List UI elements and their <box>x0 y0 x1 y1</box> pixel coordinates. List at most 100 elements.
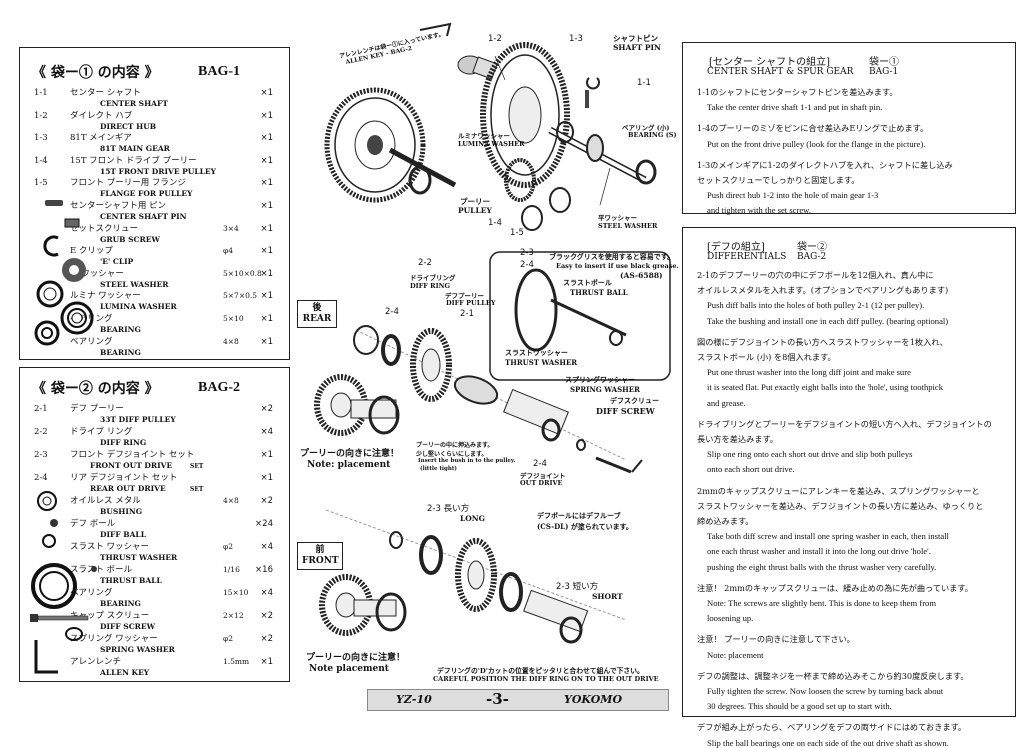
instruction-line: Take both diff screw and install one spr… <box>707 531 949 542</box>
part-name-en: DIFF RING <box>100 438 147 447</box>
part-size: 5×10×0.8 <box>223 268 262 278</box>
part-name-jp: スラスト ボール <box>70 565 133 575</box>
spring-washer-label-jp: スプリングワッシャー <box>565 375 635 384</box>
center-title-en: CENTER SHAFT & SPUR GEAR <box>707 67 854 77</box>
label-1-4: 1-4 <box>488 218 502 228</box>
instruction-line: 2mmのキャップスクリューにアレンキーを差込み、スプリングワッシャーと <box>697 485 980 496</box>
diff-screw-label-jp: デフスクリュー <box>610 396 659 405</box>
part-name-en: 'E' CLIP <box>100 257 134 267</box>
part-quantity: ×2 <box>260 404 273 414</box>
shaft-pin-label-jp: シャフトピン <box>613 34 658 43</box>
differential-assembly-diagram <box>314 251 671 644</box>
part-quantity: ×1 <box>260 88 273 98</box>
bush-note-jp1: プーリーの中に押込みます。 <box>416 442 494 449</box>
part-quantity: ×1 <box>260 291 273 302</box>
steel-washer-label-en: STEEL WASHER <box>598 222 658 230</box>
part-name-en: ALLEN KEY <box>100 668 150 677</box>
diff-screw-icon <box>30 614 89 622</box>
instruction-line: Put on the front drive pulley (look for … <box>707 138 926 149</box>
footer-model: YZ-10 <box>396 693 432 706</box>
part-name-jp: センター シャフト <box>70 88 141 98</box>
part-name-en: THRUST BALL <box>100 576 162 585</box>
differentials-instructions: [デフの組立] 袋ー② DIFFERENTIALS BAG-2 2-1のデフプー… <box>682 227 1016 748</box>
allen-key-icon <box>34 640 58 674</box>
footer-brand: YOKOMO <box>564 693 623 706</box>
instruction-line: セットスクリューでしっかりと固定します。 <box>697 175 860 185</box>
part-name-jp: スラスト ワッシャー <box>70 542 150 552</box>
spring-washer-label-en: SPRING WASHER <box>570 385 640 394</box>
part-size: 5×7×0.5 <box>223 291 258 301</box>
cs-dl-note-jp2: (CS-DL) が塗られています。 <box>537 522 633 531</box>
instruction-line: Slip one ring onto each short out drive … <box>707 449 913 460</box>
part-name-jp: 81T メインギア <box>70 133 132 144</box>
part-name-jp: デフ ボール <box>70 519 116 529</box>
instruction-line: Take the bushing and install one in each… <box>707 315 949 326</box>
label-1-5: 1-5 <box>510 228 524 238</box>
instruction-line: 1-3のメインギアに1-2のダイレクトハブを入れ、シャフトに差し込み <box>697 159 953 170</box>
part-size: φ2 <box>223 542 234 551</box>
part-size: 4×8 <box>223 336 239 346</box>
shaft-pin-label-en: SHAFT PIN <box>613 43 661 52</box>
instruction-line: and grease. <box>707 397 746 408</box>
page-footer: YZ-10 -3- YOKOMO <box>367 689 669 711</box>
instruction-line: Note: placement <box>707 649 764 660</box>
diffs-bag-jp: 袋ー② <box>797 242 827 253</box>
part-size: 2×12 <box>223 611 244 620</box>
part-quantity: ×1 <box>260 314 273 324</box>
part-name-jp: センターシャフト用 ピン <box>70 201 167 211</box>
cs-dl-note-jp1: デフボールにはデフルーブ <box>537 511 621 520</box>
part-quantity: ×1 <box>260 268 273 279</box>
part-name-en: SPRING WASHER <box>100 645 175 654</box>
part-name-en: DIFF SCREW <box>100 622 156 631</box>
diff-ring-label-jp: ドライブリング <box>410 274 456 282</box>
bearing-15x10-icon <box>31 563 77 609</box>
part-name-jp: スプリング ワッシャー <box>70 634 158 644</box>
part-quantity: ×2 <box>260 611 273 621</box>
instruction-line: スラストワッシャーを差込み、デフジョイントの長い方に差込み、ゆっくりと <box>697 500 984 511</box>
part-quantity: ×1 <box>260 201 273 211</box>
part-name-jp: セットスクリュー <box>70 223 139 234</box>
placement-note-jp: プーリーの向きに注意！ <box>300 449 400 459</box>
part-name-en: 81T MAIN GEAR <box>100 144 170 154</box>
instruction-line: オイルレスメタルを入れます。(オプションでベアリングもあります) <box>697 285 949 296</box>
part-name-en: LUMINA WASHER <box>100 302 177 312</box>
label-2-4-rear: 2-4 <box>385 307 399 317</box>
part-name-jp: アレンレンチ <box>70 657 122 667</box>
part-number: 2-1 <box>34 404 48 414</box>
part-name-en: REAR OUT DRIVE <box>90 484 166 493</box>
rear-tag-jp: 後 <box>312 303 322 313</box>
part-quantity: ×1 <box>260 223 273 234</box>
part-quantity: ×1 <box>260 336 273 347</box>
part-name-jp: オイルレス メタル <box>70 496 141 506</box>
instruction-line: Take the center drive shaft 1-1 and put … <box>707 102 883 113</box>
instruction-line: Fully tighten the screw. Now loosen the … <box>707 686 944 696</box>
thrust-ball-label-jp: スラストボール <box>563 278 612 287</box>
label-1-1: 1-1 <box>637 78 651 88</box>
instruction-line: 注意！ 2mmのキャップスクリューは、緩み止めの為に先が曲っています。 <box>697 582 973 593</box>
footer-page-number: -3- <box>486 690 509 708</box>
part-size: φ2 <box>223 634 234 643</box>
part-quantity: ×1 <box>260 155 273 166</box>
label-2-2: 2-2 <box>418 258 432 268</box>
bush-note-jp2: 少し堅いくらいにします。 <box>416 451 488 458</box>
part-size: 1/16 <box>223 565 240 574</box>
grease-code: (AS-6588) <box>620 271 663 280</box>
part-number: 2-2 <box>34 427 48 437</box>
out-drive-label-en: OUT DRIVE <box>520 479 563 487</box>
part-name-jp: E クリップ <box>70 246 113 257</box>
thrust-ball-icon <box>91 566 97 572</box>
steel-washer-icon <box>62 258 86 282</box>
